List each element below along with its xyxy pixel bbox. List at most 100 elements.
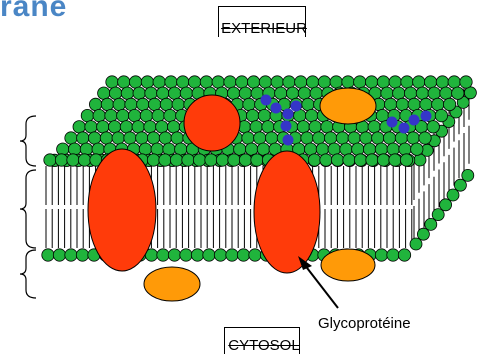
lipid-head <box>250 121 262 133</box>
lipid-head <box>53 249 65 261</box>
lipid-head <box>295 76 307 88</box>
lipid-head <box>140 109 152 121</box>
transmembrane-protein <box>88 149 156 271</box>
lipid-head-front <box>44 154 56 166</box>
cytosol-label: CYTOSOL <box>222 337 306 355</box>
lipid-head-front <box>354 154 366 166</box>
lipid-head <box>376 109 388 121</box>
lipid-head <box>153 76 165 88</box>
lipid-head <box>93 109 105 121</box>
lipid-head <box>89 98 101 110</box>
lipid-head-front <box>331 154 343 166</box>
peripheral-protein-bottom <box>321 249 375 281</box>
lipid-head <box>411 143 423 155</box>
lipid-head-front <box>55 154 67 166</box>
lipid-head <box>396 98 408 110</box>
lipid-head <box>157 249 169 261</box>
lipid-head <box>100 132 112 144</box>
lipid-head-front <box>170 154 182 166</box>
side-lipid-head <box>417 228 429 240</box>
glycoprotein-label: Glycoprotéine <box>318 315 411 332</box>
lipid-head <box>368 121 380 133</box>
sugar-unit <box>283 135 294 146</box>
lipid-head <box>97 121 109 133</box>
lipid-head <box>106 76 118 88</box>
lipid-head <box>306 76 318 88</box>
lipid-head <box>239 87 251 99</box>
lipid-head <box>377 76 389 88</box>
lipid-head <box>200 76 212 88</box>
sugar-unit <box>291 101 302 112</box>
sugar-unit <box>283 109 294 120</box>
lipid-head <box>81 109 93 121</box>
lipid-head <box>384 98 396 110</box>
integral-protein-top <box>184 95 240 151</box>
side-lipid-head <box>425 218 437 230</box>
lipid-head <box>73 121 85 133</box>
lipid-head <box>148 98 160 110</box>
lipid-head <box>98 87 110 99</box>
lipid-head <box>348 132 360 144</box>
lipid-head <box>265 132 277 144</box>
lipid-head <box>227 87 239 99</box>
lipid-head <box>258 109 270 121</box>
lipid-head <box>212 76 224 88</box>
lipid-head <box>283 76 295 88</box>
lipid-head <box>342 76 354 88</box>
lipid-head <box>436 76 448 88</box>
lipid-head <box>305 109 317 121</box>
lipid-head-front <box>320 154 332 166</box>
lipid-head <box>247 76 259 88</box>
side-lipid-head <box>454 179 466 191</box>
lipid-head <box>144 121 156 133</box>
lipid-head <box>297 121 309 133</box>
lipid-head <box>108 121 120 133</box>
lipid-head <box>124 132 136 144</box>
lipid-head <box>393 87 405 99</box>
lipid-head <box>259 76 271 88</box>
lipid-head-front <box>308 154 320 166</box>
lipid-head <box>113 98 125 110</box>
lipid-head-front <box>377 154 389 166</box>
lipid-head <box>383 132 395 144</box>
lipid-head <box>160 98 172 110</box>
lipid-head <box>88 132 100 144</box>
lipid-head-front <box>78 154 90 166</box>
lipid-head <box>159 132 171 144</box>
lipid-head-front <box>251 154 263 166</box>
lipid-head <box>109 87 121 99</box>
lipid-head <box>76 249 88 261</box>
sugar-unit <box>399 123 410 134</box>
lipid-head <box>298 87 310 99</box>
brace <box>20 170 36 248</box>
lipid-head <box>137 98 149 110</box>
lipid-head <box>42 249 54 261</box>
lipid-head <box>246 109 258 121</box>
lipid-head <box>121 87 133 99</box>
lipid-head <box>354 76 366 88</box>
exterior-label: EXTERIEUR <box>208 20 320 38</box>
lipid-head <box>172 98 184 110</box>
peripheral-protein-top <box>320 88 376 124</box>
lipid-head <box>214 249 226 261</box>
lipid-head <box>387 143 399 155</box>
lipid-head <box>365 76 377 88</box>
sugar-unit <box>281 121 292 132</box>
lipid-head <box>302 98 314 110</box>
lipid-head-front <box>193 154 205 166</box>
side-lipid-head <box>447 189 459 201</box>
lipid-head-front <box>147 154 159 166</box>
cytosol-label-text: CYTOSOL <box>228 337 299 354</box>
lipid-head <box>286 87 298 99</box>
lipid-head-front <box>216 154 228 166</box>
lipid-head <box>381 87 393 99</box>
lipid-head <box>136 132 148 144</box>
side-lipid-head <box>464 87 476 99</box>
lipid-head-front <box>389 154 401 166</box>
lipid-head-front <box>159 154 171 166</box>
lipid-head-front <box>205 154 217 166</box>
sugar-unit <box>409 115 420 126</box>
layer-braces <box>20 116 36 298</box>
lipid-head <box>141 76 153 88</box>
